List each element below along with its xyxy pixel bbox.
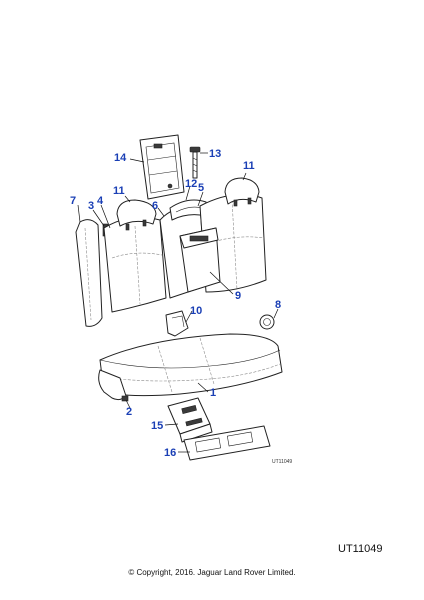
callout-9: 9 (235, 290, 241, 302)
callout-5: 5 (198, 182, 204, 194)
diagram-small-ref: UT11049 (272, 459, 292, 465)
part-armrest (179, 227, 221, 293)
callout-3: 3 (88, 200, 94, 212)
callout-6: 6 (152, 200, 158, 212)
copyright-notice: © Copyright, 2016. Jaguar Land Rover Lim… (128, 568, 296, 577)
part-bolt (189, 146, 201, 179)
illustration-reference-code: UT11049 (338, 543, 383, 555)
callout-16: 14 (114, 152, 127, 164)
part-bracket (165, 310, 189, 337)
callout-12: 12 (185, 178, 197, 190)
callout-11-left: 11 (113, 185, 125, 197)
part-left-backrest (103, 199, 167, 313)
callout-14: 16 (164, 447, 176, 459)
callout-15: 13 (209, 148, 221, 160)
part-clip (121, 395, 129, 402)
callout-4: 4 (97, 195, 104, 207)
part-seat-cushion (98, 333, 283, 401)
part-grommet (259, 314, 275, 330)
callout-2: 2 (126, 406, 132, 418)
part-cupholder-tray (183, 425, 271, 461)
callout-7: 7 (70, 195, 76, 207)
part-console-unit (167, 397, 213, 443)
part-side-bolster (75, 219, 103, 327)
leader-lines (77, 152, 279, 453)
part-armrest-frame (139, 134, 185, 200)
callout-1: 1 (210, 387, 216, 399)
callout-8: 8 (275, 299, 281, 311)
callout-11-right: 11 (243, 160, 255, 172)
callout-10: 10 (190, 305, 202, 317)
callout-13: 15 (151, 420, 163, 432)
